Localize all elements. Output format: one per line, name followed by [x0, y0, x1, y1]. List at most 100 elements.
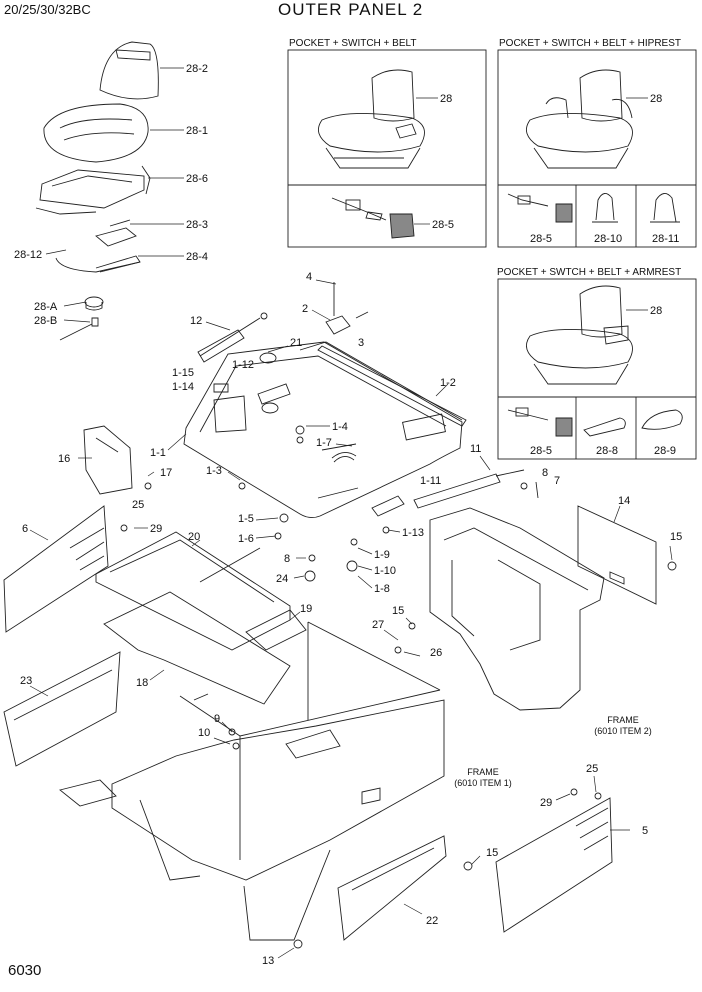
- part-label: 28: [650, 305, 662, 317]
- part-label: 1-2: [440, 377, 456, 389]
- variant-caption: 28-5: [530, 445, 553, 457]
- frame-structure: [59, 621, 445, 941]
- model-number: 20/25/30/32BC: [4, 2, 91, 17]
- seat-lever: [55, 255, 141, 273]
- part-label: 18: [136, 677, 148, 689]
- part-label: 17: [160, 467, 172, 479]
- part-label: 1-4: [332, 421, 348, 433]
- part-label: 9: [214, 713, 220, 725]
- part-label: 29: [540, 797, 552, 809]
- part-label: 26: [430, 647, 442, 659]
- part-label: 8: [542, 467, 548, 479]
- seat-belt-part: [507, 193, 573, 223]
- part-label: 27: [372, 619, 384, 631]
- part-label: 1-15: [172, 367, 194, 379]
- part-label: 15: [486, 847, 498, 859]
- seat-knob: [59, 296, 104, 341]
- part-label: 28-A: [34, 301, 58, 313]
- seat-belt-part: [331, 197, 415, 239]
- side-panel-6: [3, 505, 109, 633]
- part-label: 11: [470, 443, 481, 455]
- part-label: 20: [188, 531, 200, 543]
- variant-caption: 28-5: [530, 233, 553, 245]
- seat-belt-part: [507, 407, 573, 437]
- part-label: 28-B: [34, 315, 57, 327]
- part-label: 28-3: [186, 219, 208, 231]
- variant-box-pocket-switch-belt: [287, 49, 487, 248]
- part-label: 13: [262, 955, 274, 967]
- part-label: 1-8: [374, 583, 390, 595]
- part-label: 3: [358, 337, 364, 349]
- hinge-bracket: [213, 352, 291, 414]
- part-label: 28: [650, 93, 662, 105]
- part-label: 7: [554, 475, 560, 487]
- part-label: 29: [150, 523, 162, 535]
- hood-stay-bracket: [371, 495, 405, 517]
- variant-caption: 28-10: [594, 233, 623, 245]
- fastener: [120, 425, 677, 949]
- variant-box-title: POCKET + SWITCH + BELT + HIPREST: [499, 38, 681, 49]
- part-label: 8: [284, 553, 290, 565]
- part-label: 19: [300, 603, 312, 615]
- part-label: 28: [440, 93, 452, 105]
- frame-note: FRAME (6010 ITEM 2): [586, 715, 660, 737]
- side-cover-22: [337, 835, 447, 941]
- floor-mat-18: [103, 591, 291, 705]
- frame-note: FRAME (6010 ITEM 1): [446, 767, 520, 789]
- gas-spring: [197, 312, 268, 363]
- variant-caption: 28-11: [652, 233, 680, 245]
- part-label: 22: [426, 915, 438, 927]
- frame-note-line: FRAME: [607, 715, 639, 725]
- part-label: 14: [618, 495, 630, 507]
- page-number: 6030: [8, 962, 42, 979]
- hood-seal-strip: [317, 345, 467, 427]
- side-bracket-16: [83, 425, 133, 495]
- hiprest-bracket: [592, 193, 618, 223]
- side-panel-5: [495, 797, 613, 933]
- part-label: 2: [302, 303, 308, 315]
- part-label: 10: [198, 727, 210, 739]
- part-label: 5: [642, 825, 648, 837]
- part-label: 28-4: [186, 251, 208, 263]
- seat-thumbnail: [317, 69, 425, 169]
- part-label: 1-7: [316, 437, 332, 449]
- part-label: 1-14: [172, 381, 194, 393]
- part-label: 28-5: [432, 219, 454, 231]
- part-label: 1-13: [402, 527, 424, 539]
- seat-cushion: [43, 103, 149, 163]
- part-label: 12: [190, 315, 202, 327]
- variant-box-title: POCKET + SWTCH + BELT + ARMREST: [497, 267, 682, 278]
- gas-spring: [413, 469, 525, 509]
- armrest-part: [583, 417, 626, 437]
- frame-note-line: FRAME: [467, 767, 499, 777]
- leader-lines: [29, 67, 673, 959]
- seat-rail: [95, 219, 137, 247]
- part-label: 1-1: [150, 447, 166, 459]
- mat-19: [245, 609, 307, 651]
- floor-plate-20: [95, 531, 291, 651]
- part-label: 1-11: [420, 475, 441, 487]
- part-label: 16: [58, 453, 70, 465]
- part-label: 28-6: [186, 173, 208, 185]
- variant-box-hiprest: [497, 49, 697, 248]
- part-number-labels: 28-2 28-1 28-6 28-3 28-12 28-4 28-A 28-B…: [14, 63, 682, 967]
- part-label: 21: [290, 337, 302, 349]
- part-label: 1-6: [238, 533, 254, 545]
- cover-plate-14: [577, 505, 657, 605]
- frame-note-line: (6010 ITEM 2): [594, 726, 652, 736]
- hood-handle: [331, 452, 357, 463]
- part-label: 15: [670, 531, 682, 543]
- part-label: 4: [306, 271, 312, 283]
- part-label: 28-1: [186, 125, 208, 137]
- part-label: 1-9: [374, 549, 390, 561]
- seat-suspension-base: [35, 165, 151, 215]
- variant-caption: 28-9: [654, 445, 677, 457]
- variant-caption: 28-8: [596, 445, 619, 457]
- side-cover-23: [3, 651, 121, 767]
- part-label: 1-3: [206, 465, 222, 477]
- part-label: 25: [586, 763, 598, 775]
- part-label: 28-2: [186, 63, 208, 75]
- variant-box-title: POCKET + SWITCH + BELT: [289, 38, 417, 49]
- seat-thumbnail: [525, 69, 633, 169]
